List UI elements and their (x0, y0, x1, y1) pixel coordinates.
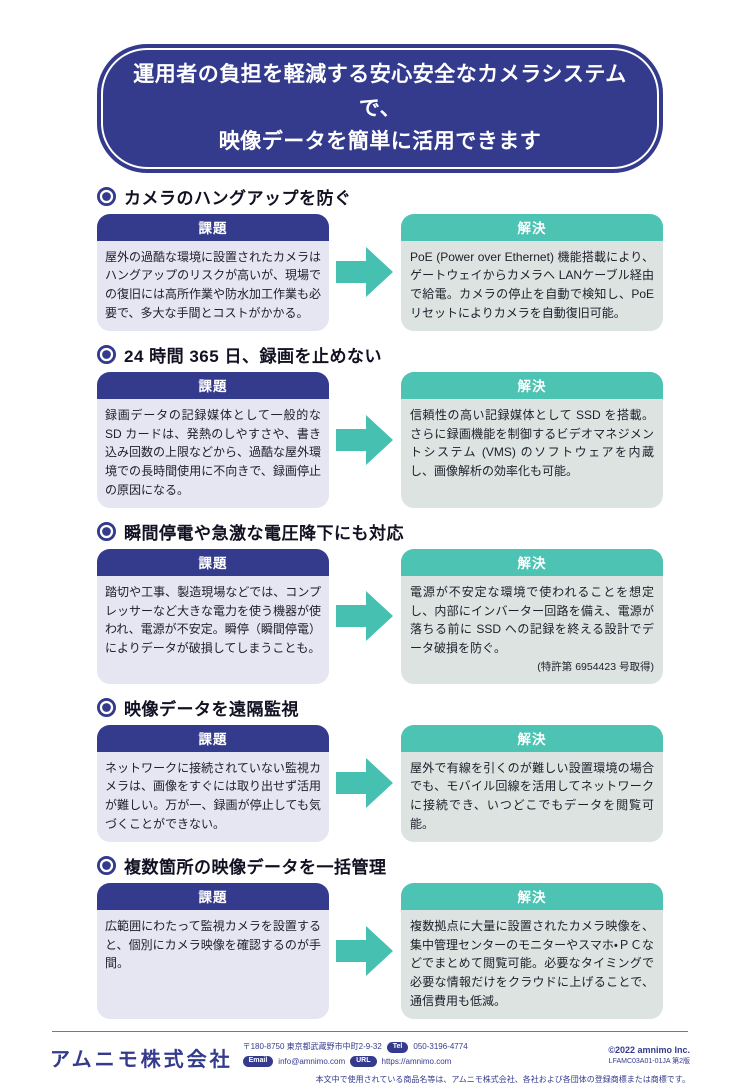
solution-box: 解決 PoE (Power over Ethernet) 機能搭載により、ゲート… (401, 213, 663, 332)
solution-text: 電源が不安定な環境で使われることを想定し、内部にインバーター回路を備え、電源が落… (401, 576, 663, 684)
ring-bullet-icon (97, 522, 116, 542)
issue-label: 課題 (97, 213, 329, 241)
ring-bullet-icon (97, 186, 116, 206)
contact-row-address: 〒180-8750 東京都武蔵野市中町2-9-32 Tel 050-3196-4… (243, 1040, 468, 1054)
section-title: カメラのハングアップを防ぐ (124, 188, 352, 208)
arrow-cell (329, 549, 401, 684)
section-heading: 24 時間 365 日、録画を止めない (97, 342, 663, 367)
issue-text: ネットワークに接続されていない監視カメラは、画像をすぐには取り出せず活用が難しい… (105, 760, 322, 831)
section-heading: 瞬間停電や急激な電圧降下にも対応 (97, 519, 663, 544)
solution-text: 複数拠点に大量に設置されたカメラ映像を、集中管理センターのモニターやスマホ・ＰＣ… (410, 919, 654, 1008)
section-title: 映像データを遠隔監視 (124, 699, 299, 719)
ring-bullet-icon (97, 697, 116, 717)
section-power-drop: 瞬間停電や急激な電圧降下にも対応 課題 踏切や工事、製造現場などでは、コンプレッ… (97, 519, 663, 684)
arrow-cell (329, 883, 401, 1019)
arrow-right-icon (336, 415, 393, 466)
issue-box: 課題 踏切や工事、製造現場などでは、コンプレッサーなど大きな電力を使う機器が使わ… (97, 549, 329, 684)
tel-number: 050-3196-4774 (413, 1042, 468, 1052)
section-heading: 複数箇所の映像データを一括管理 (97, 853, 663, 878)
footer: アムニモ株式会社 〒180-8750 東京都武蔵野市中町2-9-32 Tel 0… (0, 1031, 740, 1085)
solution-box: 解決 信頼性の高い記録媒体として SSD を搭載。さらに録画機能を制御するビデオ… (401, 372, 663, 509)
footer-main: アムニモ株式会社 〒180-8750 東京都武蔵野市中町2-9-32 Tel 0… (50, 1040, 690, 1072)
section-title: 複数箇所の映像データを一括管理 (124, 858, 387, 878)
trademark-disclaimer: 本文中で使用されている商品名等は、アムニモ株式会社、各社および各団体の登録商標ま… (315, 1075, 690, 1085)
content-column: 運用者の負担を軽減する安心安全なカメラシステムで、 映像データを簡単に活用できま… (97, 44, 663, 1020)
arrow-right-icon (336, 926, 393, 977)
issue-box: 課題 ネットワークに接続されていない監視カメラは、画像をすぐには取り出せず活用が… (97, 724, 329, 843)
issue-label: 課題 (97, 372, 329, 400)
solution-text: 信頼性の高い記録媒体として SSD を搭載。さらに録画機能を制御するビデオマネジ… (410, 408, 654, 478)
company-name: アムニモ株式会社 (50, 1049, 233, 1072)
solution-box: 解決 電源が不安定な環境で使われることを想定し、内部にインバーター回路を備え、電… (401, 549, 663, 684)
arrow-right-icon (336, 591, 393, 642)
arrow-right-icon (336, 758, 393, 809)
ring-bullet-icon (97, 345, 116, 365)
issue-solution-row: 課題 録画データの記録媒体として一般的な SD カードは、発熱のしやすさや、書き… (97, 372, 663, 509)
arrow-cell (329, 214, 401, 331)
section-title: 24 時間 365 日、録画を止めない (124, 347, 382, 367)
issue-text: 録画データの記録媒体として一般的な SD カードは、発熱のしやすさや、書き込み回… (105, 408, 322, 497)
contact-row-online: Email info@amnimo.com URL https://amnimo… (242, 1055, 468, 1069)
solution-label: 解決 (401, 549, 663, 577)
url-badge: URL (350, 1056, 377, 1067)
solution-main-text: 電源が不安定な環境で使われることを想定し、内部にインバーター回路を備え、電源が落… (410, 585, 654, 655)
arrow-cell (329, 372, 401, 508)
solution-text: 屋外で有線を引くのが難しい設置環境の場合でも、モバイル回線を活用してネットワーク… (410, 760, 654, 831)
section-recording: 24 時間 365 日、録画を止めない 課題 録画データの記録媒体として一般的な… (97, 342, 663, 509)
page-title-line2: 映像データを簡単に活用できます (218, 130, 542, 154)
section-centralized-management: 複数箇所の映像データを一括管理 課題 広範囲にわたって監視カメラを設置すると、個… (97, 853, 663, 1020)
issue-solution-row: 課題 広範囲にわたって監視カメラを設置すると、個別にカメラ映像を確認するのが手間… (97, 883, 663, 1020)
issue-solution-row: 課題 屋外の過酷な環境に設置されたカメラはハングアップのリスクが高いが、現場での… (97, 213, 663, 332)
section-hangup: カメラのハングアップを防ぐ 課題 屋外の過酷な環境に設置されたカメラはハングアッ… (97, 184, 663, 332)
issue-box: 課題 広範囲にわたって監視カメラを設置すると、個別にカメラ映像を確認するのが手間… (97, 883, 329, 1020)
issue-label: 課題 (97, 724, 329, 752)
footer-divider (52, 1031, 688, 1033)
issue-solution-row: 課題 ネットワークに接続されていない監視カメラは、画像をすぐには取り出せず活用が… (97, 724, 663, 843)
arrow-cell (329, 725, 401, 842)
contact-block: 〒180-8750 東京都武蔵野市中町2-9-32 Tel 050-3196-4… (242, 1040, 468, 1069)
arrow-right-icon (336, 247, 393, 298)
leaflet-page: 運用者の負担を軽減する安心安全なカメラシステムで、 映像データを簡単に活用できま… (0, 44, 740, 1085)
section-remote-monitoring: 映像データを遠隔監視 課題 ネットワークに接続されていない監視カメラは、画像をす… (97, 695, 663, 843)
solution-text: PoE (Power over Ethernet) 機能搭載により、ゲートウェイ… (410, 249, 654, 320)
website-url: https://amnimo.com (381, 1056, 452, 1066)
solution-box: 解決 屋外で有線を引くのが難しい設置環境の場合でも、モバイル回線を活用してネット… (401, 724, 663, 843)
solution-label: 解決 (401, 883, 663, 911)
tel-badge: Tel (386, 1042, 409, 1053)
issue-text: 広範囲にわたって監視カメラを設置すると、個別にカメラ映像を確認するのが手間。 (105, 919, 321, 971)
page-title-line1: 運用者の負担を軽減する安心安全なカメラシステムで、 (133, 63, 627, 120)
solution-label: 解決 (401, 372, 663, 400)
issue-box: 課題 屋外の過酷な環境に設置されたカメラはハングアップのリスクが高いが、現場での… (97, 213, 329, 332)
title-banner: 運用者の負担を軽減する安心安全なカメラシステムで、 映像データを簡単に活用できま… (97, 44, 663, 173)
ring-bullet-icon (97, 856, 116, 876)
issue-label: 課題 (97, 883, 329, 911)
postal-address: 〒180-8750 東京都武蔵野市中町2-9-32 (242, 1042, 382, 1052)
issue-text: 踏切や工事、製造現場などでは、コンプレッサーなど大きな電力を使う機器が使われ、電… (105, 585, 322, 655)
copyright-block: ©2022 amnimo Inc. LFAMC03A01-01JA 第2版 (608, 1044, 690, 1066)
section-title: 瞬間停電や急激な電圧降下にも対応 (124, 524, 404, 544)
solution-label: 解決 (401, 213, 663, 241)
solution-box: 解決 複数拠点に大量に設置されたカメラ映像を、集中管理センターのモニターやスマホ… (401, 883, 663, 1020)
solution-label: 解決 (401, 724, 663, 752)
copyright-text: ©2022 amnimo Inc. (608, 1045, 690, 1056)
issue-solution-row: 課題 踏切や工事、製造現場などでは、コンプレッサーなど大きな電力を使う機器が使わ… (97, 549, 663, 684)
patent-note: (特許第 6954423 号取得) (537, 660, 654, 673)
email-badge: Email (242, 1056, 274, 1067)
email-address: info@amnimo.com (278, 1056, 346, 1066)
document-code: LFAMC03A01-01JA 第2版 (608, 1057, 690, 1065)
section-heading: 映像データを遠隔監視 (97, 695, 663, 720)
section-heading: カメラのハングアップを防ぐ (97, 184, 663, 209)
issue-text: 屋外の過酷な環境に設置されたカメラはハングアップのリスクが高いが、現場での復旧に… (105, 249, 322, 320)
issue-box: 課題 録画データの記録媒体として一般的な SD カードは、発熱のしやすさや、書き… (97, 372, 329, 509)
issue-label: 課題 (97, 549, 329, 577)
